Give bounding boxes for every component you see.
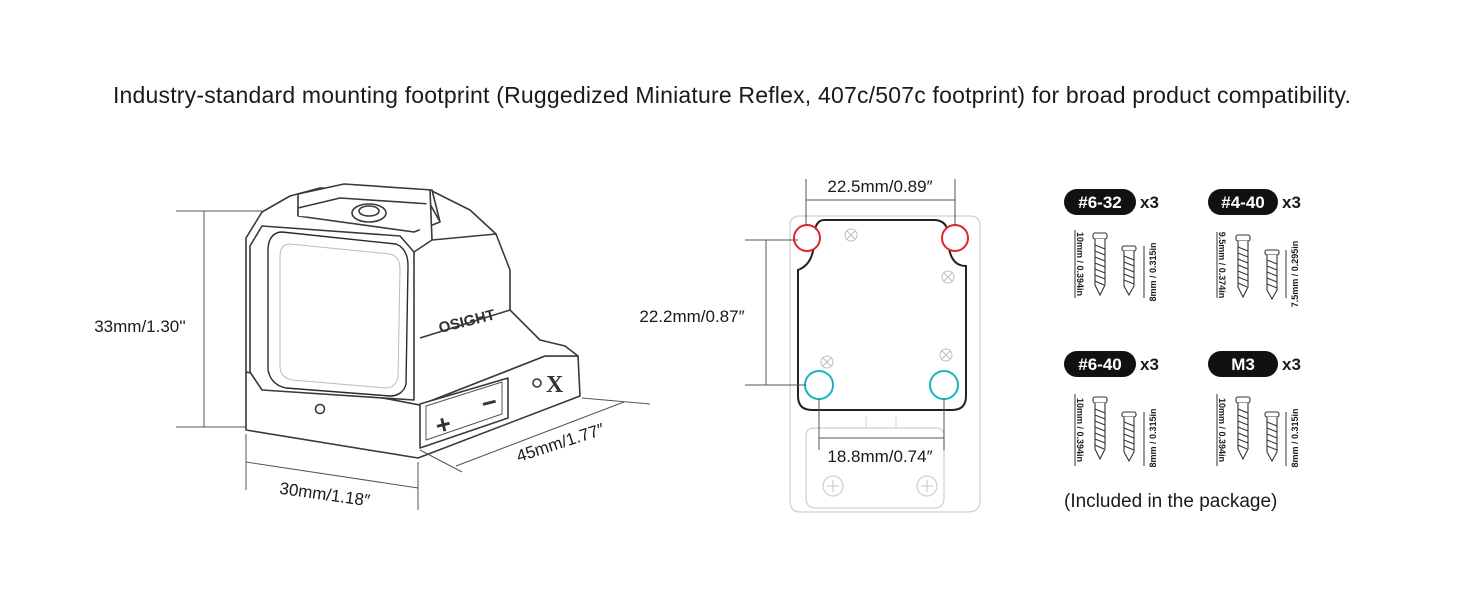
bottom-right-hole xyxy=(929,370,959,400)
small-screw-icon xyxy=(820,228,955,369)
short-screw-icon xyxy=(1264,411,1280,462)
top-spacing-label: 22.5mm/0.89″ xyxy=(827,177,932,196)
bottom-left-hole xyxy=(804,370,834,400)
screw-set-4-40: #4-40 x3 9.5mm / 0.374in 7.5mm / 0.295in xyxy=(1208,189,1301,307)
height-label: 33mm/1.30'' xyxy=(94,317,186,336)
long-screw-icon xyxy=(1092,232,1108,296)
screw-set-m3: M3 x3 10mm / 0.394in 8mm / 0.315in xyxy=(1208,351,1301,468)
short-length-label: 8mm / 0.315in xyxy=(1148,408,1158,467)
side-spacing-label: 22.2mm/0.87″ xyxy=(639,307,744,326)
screw-name: #6-40 xyxy=(1078,355,1121,374)
mount-screw-icon xyxy=(822,475,938,497)
screw-set-6-40: #6-40 x3 10mm / 0.394in 8mm / 0.315in xyxy=(1064,351,1159,468)
headline: Industry-standard mounting footprint (Ru… xyxy=(112,82,1352,108)
plus-button-icon: + xyxy=(432,408,454,441)
long-length-label: 10mm / 0.394in xyxy=(1075,398,1085,462)
screw-kit: #6-32 x3 10mm / 0.394in 8mm / 0.315in #4… xyxy=(1064,189,1301,512)
short-length-label: 7.5mm / 0.295in xyxy=(1290,241,1300,308)
minus-button-icon: − xyxy=(478,386,500,419)
height-dimension: 33mm/1.30'' xyxy=(94,210,262,428)
screw-qty: x3 xyxy=(1140,193,1159,212)
short-screw-icon xyxy=(1264,249,1280,300)
screw-qty: x3 xyxy=(1282,193,1301,212)
footprint-diagram: 22.5mm/0.89″ 22.2mm/0.87″ 18.8mm/0.74″ xyxy=(639,177,981,513)
short-length-label: 8mm / 0.315in xyxy=(1148,242,1158,301)
screw-qty: x3 xyxy=(1282,355,1301,374)
logo-icon: X xyxy=(546,372,564,398)
sight-body xyxy=(245,183,581,459)
long-screw-icon xyxy=(1092,396,1108,460)
long-length-label: 10mm / 0.394in xyxy=(1075,232,1085,296)
package-note: (Included in the package) xyxy=(1064,491,1277,512)
short-screw-icon xyxy=(1121,245,1137,296)
screw-qty: x3 xyxy=(1140,355,1159,374)
long-length-label: 10mm / 0.394in xyxy=(1217,398,1227,462)
screw-name: #6-32 xyxy=(1078,193,1121,212)
bottom-spacing-label: 18.8mm/0.74″ xyxy=(827,447,932,466)
width-label: 30mm/1.18″ xyxy=(278,479,371,510)
short-length-label: 8mm / 0.315in xyxy=(1290,408,1300,467)
short-screw-icon xyxy=(1121,411,1137,462)
long-screw-icon xyxy=(1235,396,1251,460)
screw-name: M3 xyxy=(1231,355,1255,374)
long-screw-icon xyxy=(1235,234,1251,298)
top-right-hole xyxy=(941,224,969,252)
top-left-hole xyxy=(793,224,821,252)
screw-name: #4-40 xyxy=(1221,193,1264,212)
sight-illustration: 33mm/1.30'' xyxy=(94,183,651,510)
screw-set-6-32: #6-32 x3 10mm / 0.394in 8mm / 0.315in xyxy=(1064,189,1159,302)
long-length-label: 9.5mm / 0.374in xyxy=(1217,232,1227,299)
